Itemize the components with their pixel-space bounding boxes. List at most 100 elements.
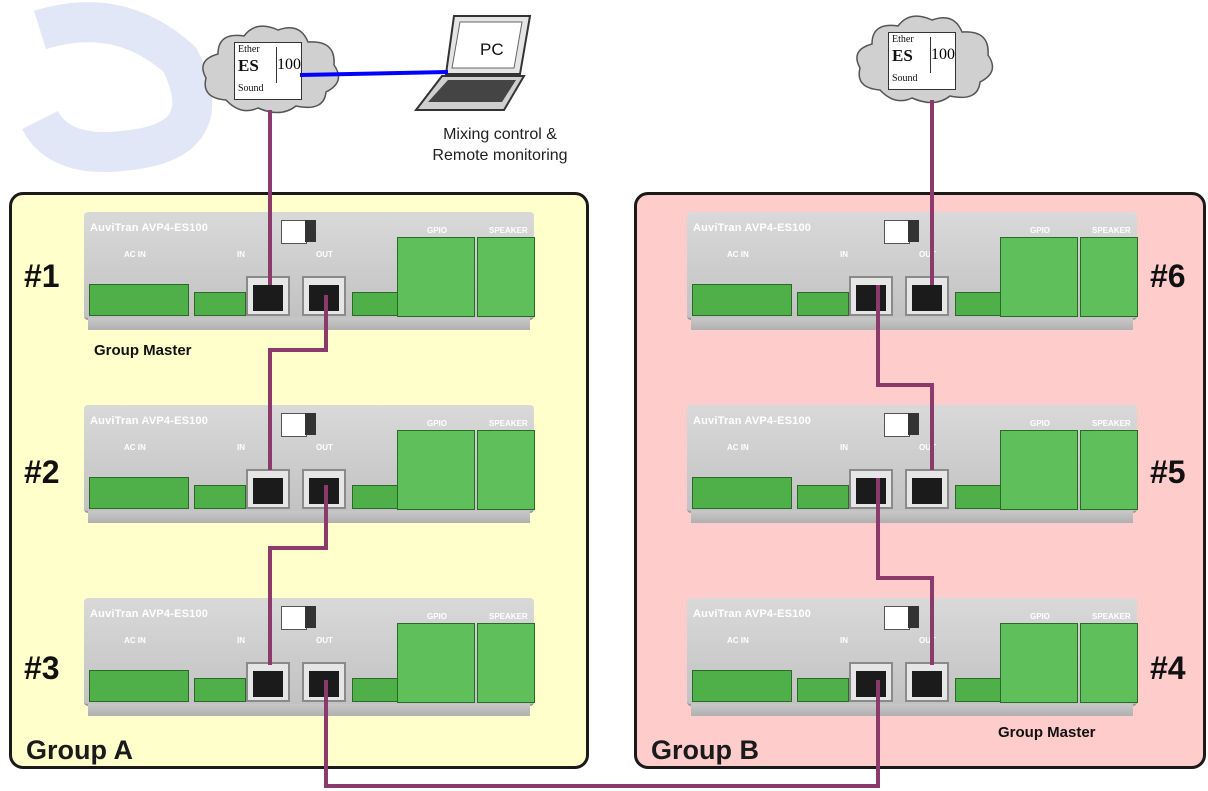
speaker-connector: [1080, 237, 1138, 317]
out-port-rj45[interactable]: [905, 276, 949, 316]
group-master-label-b: Group Master: [998, 724, 1096, 741]
gpio-connector: [1000, 237, 1078, 317]
group-b-label: Group B: [651, 735, 759, 765]
ethersound-mark-text: ES: [892, 46, 913, 65]
terminal-block-left: [194, 485, 246, 509]
ethersound-bottom-text: Sound: [238, 83, 264, 94]
device-100-badge-icon: [908, 220, 919, 242]
device-brand-label: AuviTran AVP4-ES100: [693, 608, 812, 620]
gpio-label: GPIO: [1030, 226, 1051, 235]
ac-in-connector: [89, 670, 189, 702]
in-port-rj45[interactable]: [246, 469, 290, 509]
device-base: [88, 318, 530, 330]
in-port-label: IN: [237, 636, 245, 645]
gpio-connector: [397, 430, 475, 510]
ethersound-number-text: 100: [276, 47, 301, 83]
terminal-block-left: [194, 678, 246, 702]
gpio-connector: [1000, 430, 1078, 510]
cable-unit-2-to-unit-3: [268, 485, 328, 665]
device-es-badge-icon: [281, 413, 307, 437]
speaker-label: SPEAKER: [1092, 419, 1131, 428]
gpio-label: GPIO: [1030, 419, 1051, 428]
pc-caption-line-1: Mixing control &: [443, 126, 557, 143]
cable-group-a-to-group-b: [324, 680, 880, 788]
in-port-rj45[interactable]: [849, 662, 893, 702]
gpio-connector: [1000, 623, 1078, 703]
device-100-badge-icon: [908, 606, 919, 628]
in-port-label: IN: [840, 250, 848, 259]
out-port-rj45[interactable]: [905, 469, 949, 509]
device-base: [691, 318, 1133, 330]
device-100-badge-icon: [305, 220, 316, 242]
ac-in-connector: [692, 284, 792, 316]
device-brand-label: AuviTran AVP4-ES100: [90, 222, 209, 234]
pc-caption-line-2: Remote monitoring: [432, 147, 568, 164]
ac-in-label: AC IN: [727, 250, 749, 259]
in-port-label: IN: [840, 443, 848, 452]
gpio-label: GPIO: [427, 612, 448, 621]
cable-unit-5-to-unit-6: [876, 285, 934, 470]
ac-in-label: AC IN: [124, 636, 146, 645]
gpio-label: GPIO: [1030, 612, 1051, 621]
ac-in-label: AC IN: [124, 250, 146, 259]
device-base: [691, 511, 1133, 523]
out-port-label: OUT: [316, 443, 333, 452]
speaker-label: SPEAKER: [1092, 226, 1131, 235]
ethersound-top-text: Ether: [238, 44, 260, 55]
unit-number-3: #3: [24, 650, 60, 686]
ethersound-logo-icon: Ether ES Sound 100: [234, 42, 302, 100]
out-port-rj45[interactable]: [905, 662, 949, 702]
ethersound-bottom-text: Sound: [892, 73, 918, 84]
out-port-label: OUT: [316, 250, 333, 259]
laptop-icon: [413, 15, 532, 111]
unit-number-4: #4: [1150, 650, 1186, 686]
speaker-connector: [477, 430, 535, 510]
unit-number-1: #1: [24, 258, 60, 294]
pc-label: PC: [480, 40, 504, 59]
in-port-rj45[interactable]: [849, 276, 893, 316]
in-port-label: IN: [237, 250, 245, 259]
group-master-label-a: Group Master: [94, 342, 192, 359]
ac-in-label: AC IN: [727, 636, 749, 645]
terminal-block-left: [797, 678, 849, 702]
avp4-es100-device: AuviTran AVP4-ES100 AC IN IN OUT GPIO SP…: [687, 598, 1138, 718]
terminal-block-right: [955, 292, 1001, 316]
ac-in-connector: [89, 284, 189, 316]
speaker-connector: [1080, 430, 1138, 510]
ac-in-label: AC IN: [727, 443, 749, 452]
pc-link-cable: [299, 70, 449, 77]
in-port-rj45[interactable]: [246, 662, 290, 702]
speaker-connector: [477, 237, 535, 317]
out-port-label: OUT: [919, 443, 936, 452]
ethersound-logo-icon: Ether ES Sound 100: [888, 32, 956, 90]
avp4-es100-device: AuviTran AVP4-ES100 AC IN IN OUT GPIO SP…: [84, 598, 535, 718]
speaker-connector: [1080, 623, 1138, 703]
device-base: [691, 704, 1133, 716]
ethersound-cloud-right: Ether ES Sound 100: [850, 10, 1000, 110]
terminal-block-right: [352, 485, 398, 509]
gpio-label: GPIO: [427, 419, 448, 428]
device-100-badge-icon: [305, 413, 316, 435]
terminal-block-left: [194, 292, 246, 316]
device-brand-label: AuviTran AVP4-ES100: [90, 415, 209, 427]
group-a-label: Group A: [26, 735, 133, 765]
gpio-connector: [397, 623, 475, 703]
speaker-label: SPEAKER: [489, 612, 528, 621]
ac-in-connector: [692, 670, 792, 702]
terminal-block-left: [797, 292, 849, 316]
avp4-es100-device: AuviTran AVP4-ES100 AC IN IN OUT GPIO SP…: [84, 212, 535, 332]
out-port-label: OUT: [316, 636, 333, 645]
ethersound-top-text: Ether: [892, 34, 914, 45]
speaker-label: SPEAKER: [489, 419, 528, 428]
speaker-label: SPEAKER: [1092, 612, 1131, 621]
in-port-rj45[interactable]: [849, 469, 893, 509]
ac-in-connector: [89, 477, 189, 509]
avp4-es100-device: AuviTran AVP4-ES100 AC IN IN OUT GPIO SP…: [687, 212, 1138, 332]
out-port-label: OUT: [919, 250, 936, 259]
device-100-badge-icon: [908, 413, 919, 435]
speaker-label: SPEAKER: [489, 226, 528, 235]
unit-number-6: #6: [1150, 258, 1186, 294]
in-port-label: IN: [237, 443, 245, 452]
ethersound-number-text: 100: [930, 37, 955, 73]
